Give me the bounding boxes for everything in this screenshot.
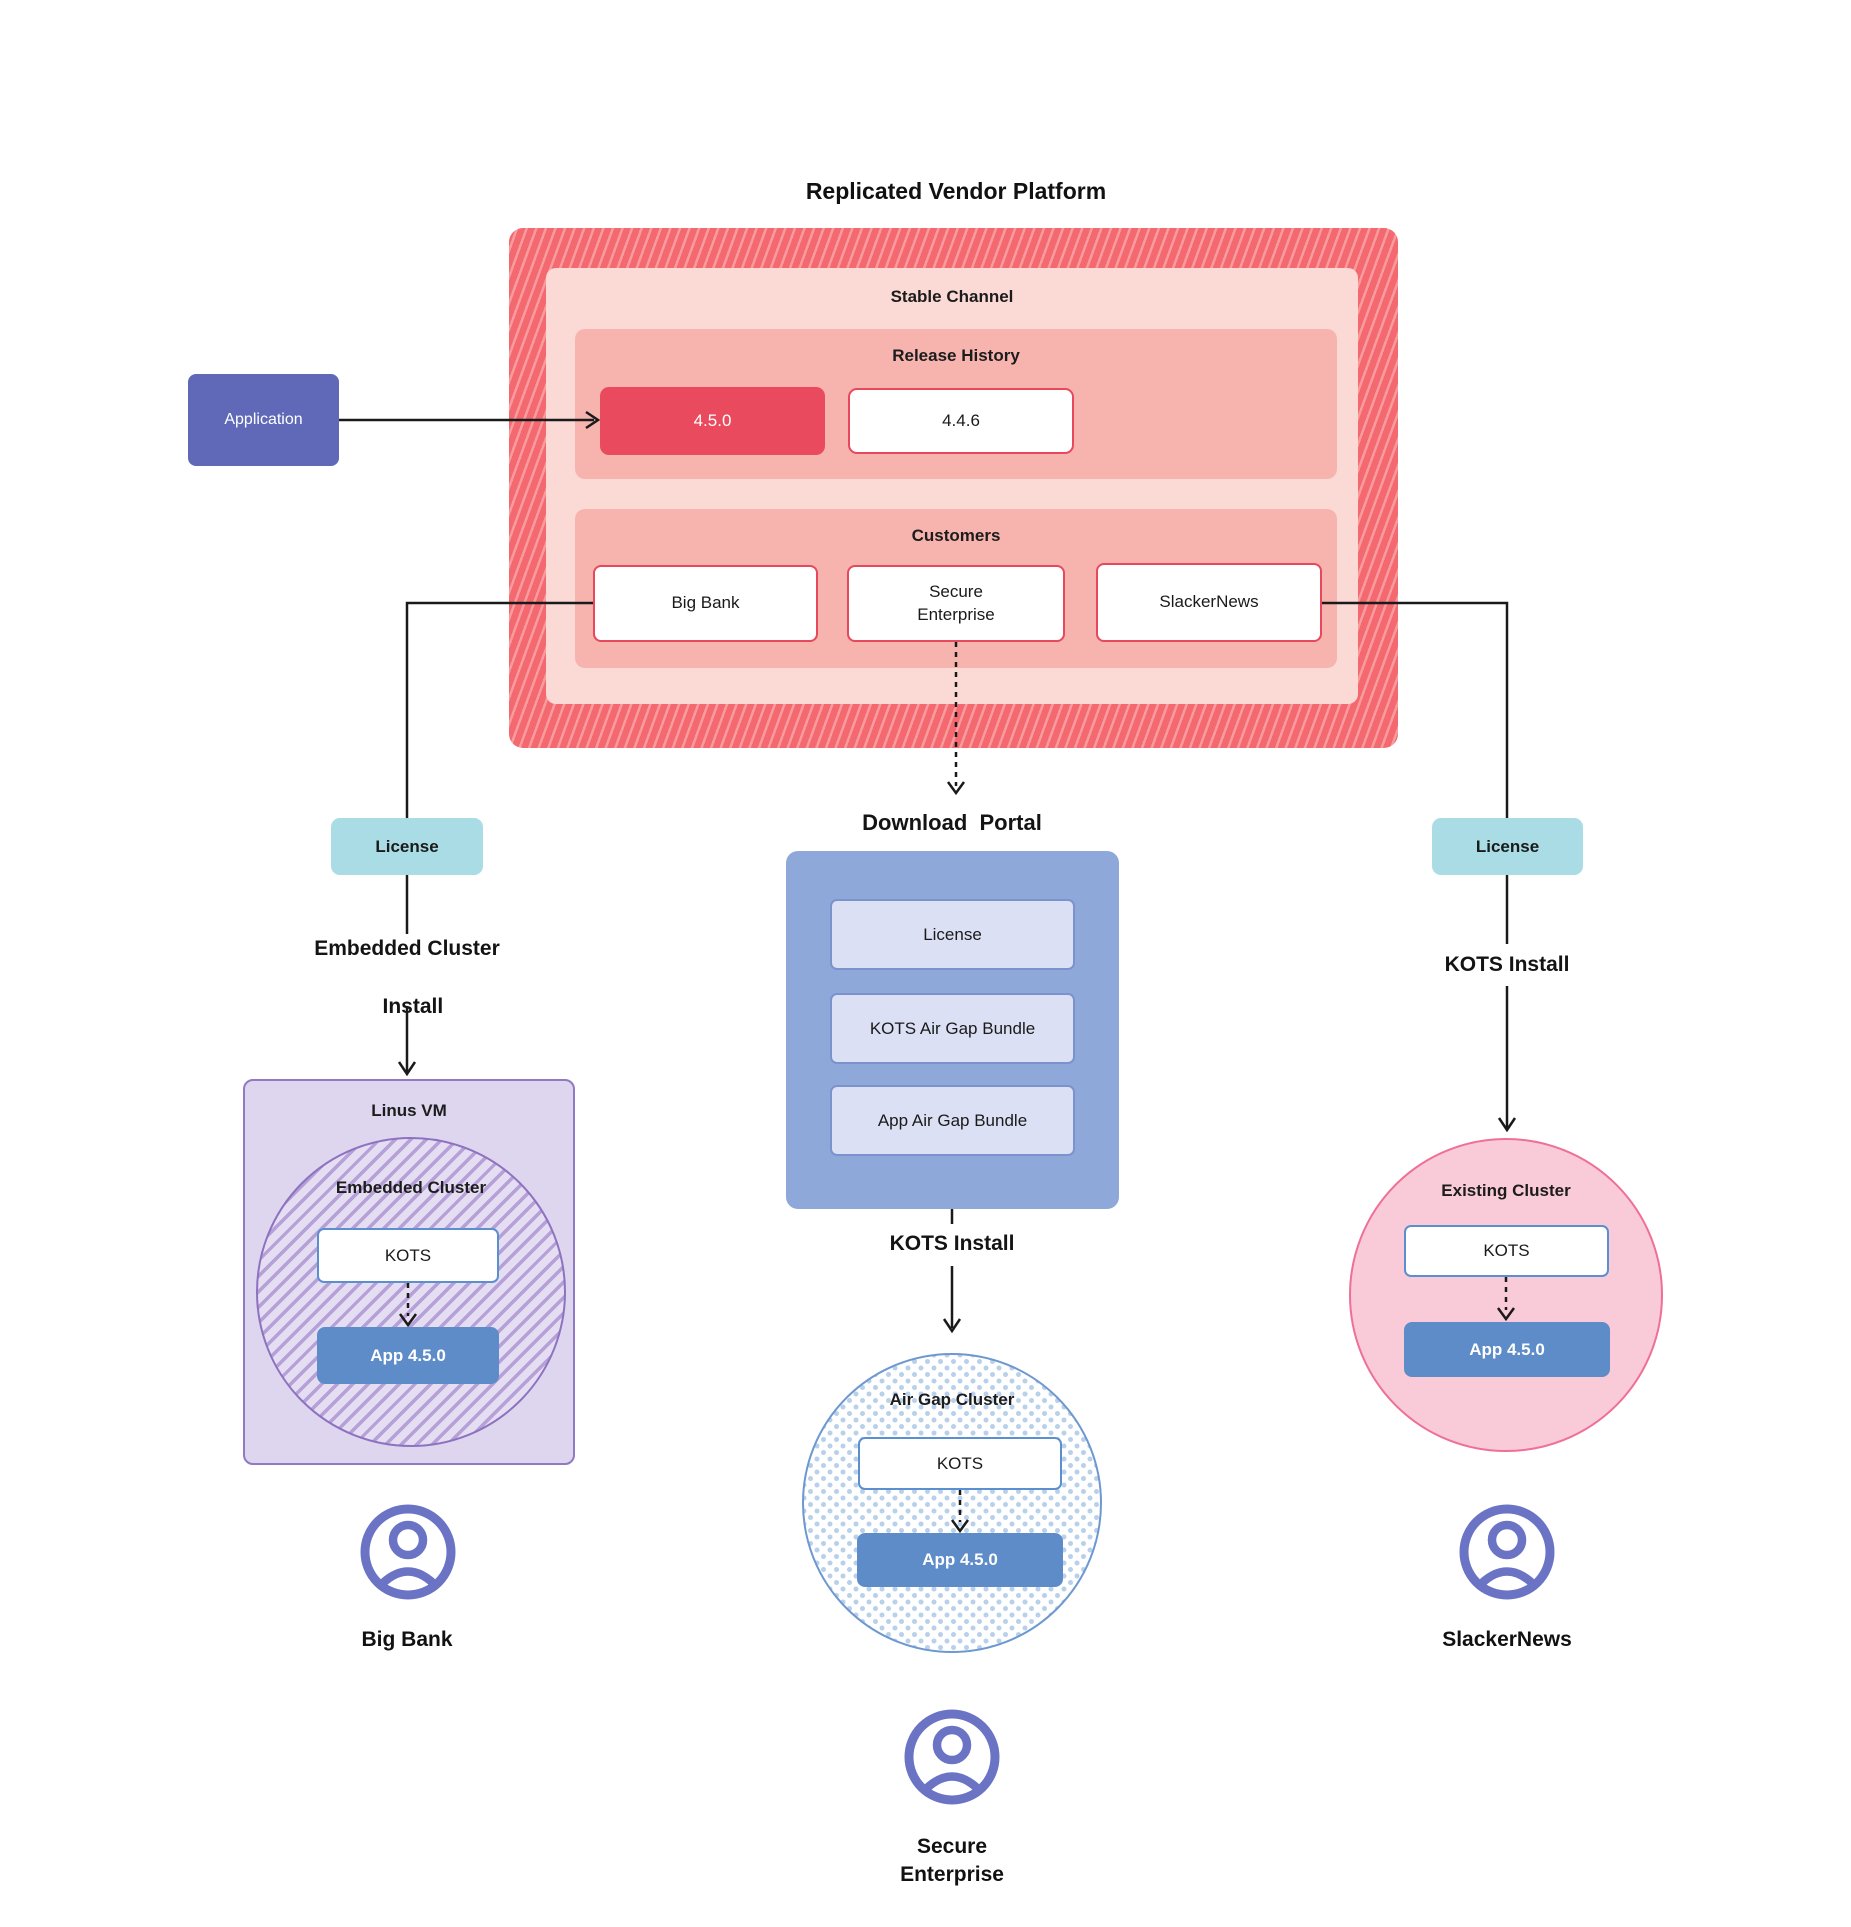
user-label-secure-enterprise: Secure Enterprise (892, 1833, 1012, 1889)
embedded-cluster-label: Embedded Cluster (335, 1178, 487, 1197)
download-portal-item-license: License (830, 899, 1075, 970)
license-box-left: License (331, 818, 483, 875)
embedded-cluster-install-line2: Install (382, 995, 444, 1018)
air-gap-cluster-circle (802, 1353, 1102, 1653)
stable-channel-label: Stable Channel (890, 287, 1014, 306)
application-box: Application (188, 374, 339, 466)
download-portal-item-app-bundle: App Air Gap Bundle (830, 1085, 1075, 1156)
user-label-slackernews: SlackerNews (1442, 1628, 1572, 1651)
release-history-label: Release History (892, 346, 1020, 365)
page-title: Replicated Vendor Platform (805, 178, 1107, 204)
license-box-right: License (1432, 818, 1583, 875)
release-version-previous: 4.4.6 (848, 388, 1074, 454)
arrowhead-ec-install (397, 1061, 417, 1077)
app-box-embedded: App 4.5.0 (317, 1327, 499, 1384)
user-label-big-bank: Big Bank (361, 1628, 453, 1651)
kots-install-label-center: KOTS Install (889, 1232, 1015, 1255)
arrowhead-airgap (942, 1318, 962, 1334)
air-gap-cluster-label: Air Gap Cluster (889, 1390, 1015, 1409)
app-box-airgap: App 4.5.0 (857, 1533, 1063, 1587)
customer-secure-enterprise-label: Secure Enterprise (917, 581, 995, 624)
app-box-existing: App 4.5.0 (1404, 1322, 1610, 1377)
linus-vm-label: Linus VM (371, 1101, 447, 1120)
embedded-cluster-install-label: Embedded Cluster Install (314, 934, 500, 1021)
download-portal-title: Download Portal (862, 810, 1042, 835)
existing-cluster-label: Existing Cluster (1441, 1181, 1571, 1200)
arrowhead-portal (946, 781, 966, 796)
kots-install-label-right: KOTS Install (1444, 953, 1570, 976)
download-portal-item-kots-bundle: KOTS Air Gap Bundle (830, 993, 1075, 1064)
customers-label: Customers (911, 526, 1001, 545)
kots-box-existing: KOTS (1404, 1225, 1609, 1277)
release-version-current: 4.5.0 (600, 387, 825, 455)
customer-slackernews: SlackerNews (1096, 563, 1322, 642)
user-icon-slackernews (1459, 1504, 1555, 1600)
kots-box-airgap: KOTS (858, 1437, 1062, 1490)
embedded-cluster-circle (256, 1137, 566, 1447)
user-icon-secure-enterprise (904, 1709, 1000, 1805)
customer-secure-enterprise: Secure Enterprise (847, 565, 1065, 642)
kots-box-embedded: KOTS (317, 1228, 499, 1283)
embedded-cluster-install-line1: Embedded Cluster (314, 937, 500, 960)
customer-big-bank: Big Bank (593, 565, 818, 642)
arrowhead-existing (1497, 1117, 1517, 1133)
user-icon-big-bank (360, 1504, 456, 1600)
user-label-secure-enterprise-text: Secure Enterprise (900, 1835, 1004, 1886)
